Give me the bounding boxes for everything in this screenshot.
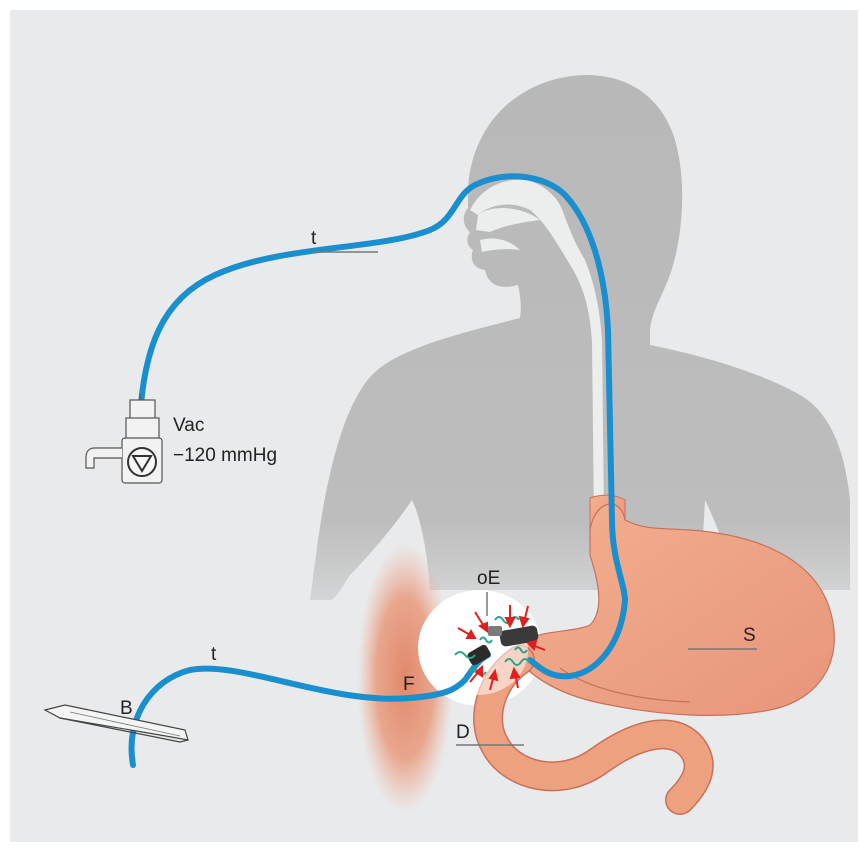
body-silhouette <box>310 75 850 600</box>
label-stomach: S <box>743 625 756 647</box>
label-tube-lower: t <box>211 644 216 666</box>
label-oe: oE <box>477 568 500 590</box>
label-tube-upper: t <box>311 228 316 250</box>
label-bag: B <box>120 698 133 720</box>
vacuum-bottle <box>86 394 162 483</box>
collection-bag <box>45 705 188 742</box>
label-fistula: F <box>403 674 415 696</box>
label-vacuum-pressure: −120 mmHg <box>173 445 277 467</box>
label-duodenum: D <box>456 722 470 744</box>
label-vacuum: Vac <box>173 415 204 437</box>
